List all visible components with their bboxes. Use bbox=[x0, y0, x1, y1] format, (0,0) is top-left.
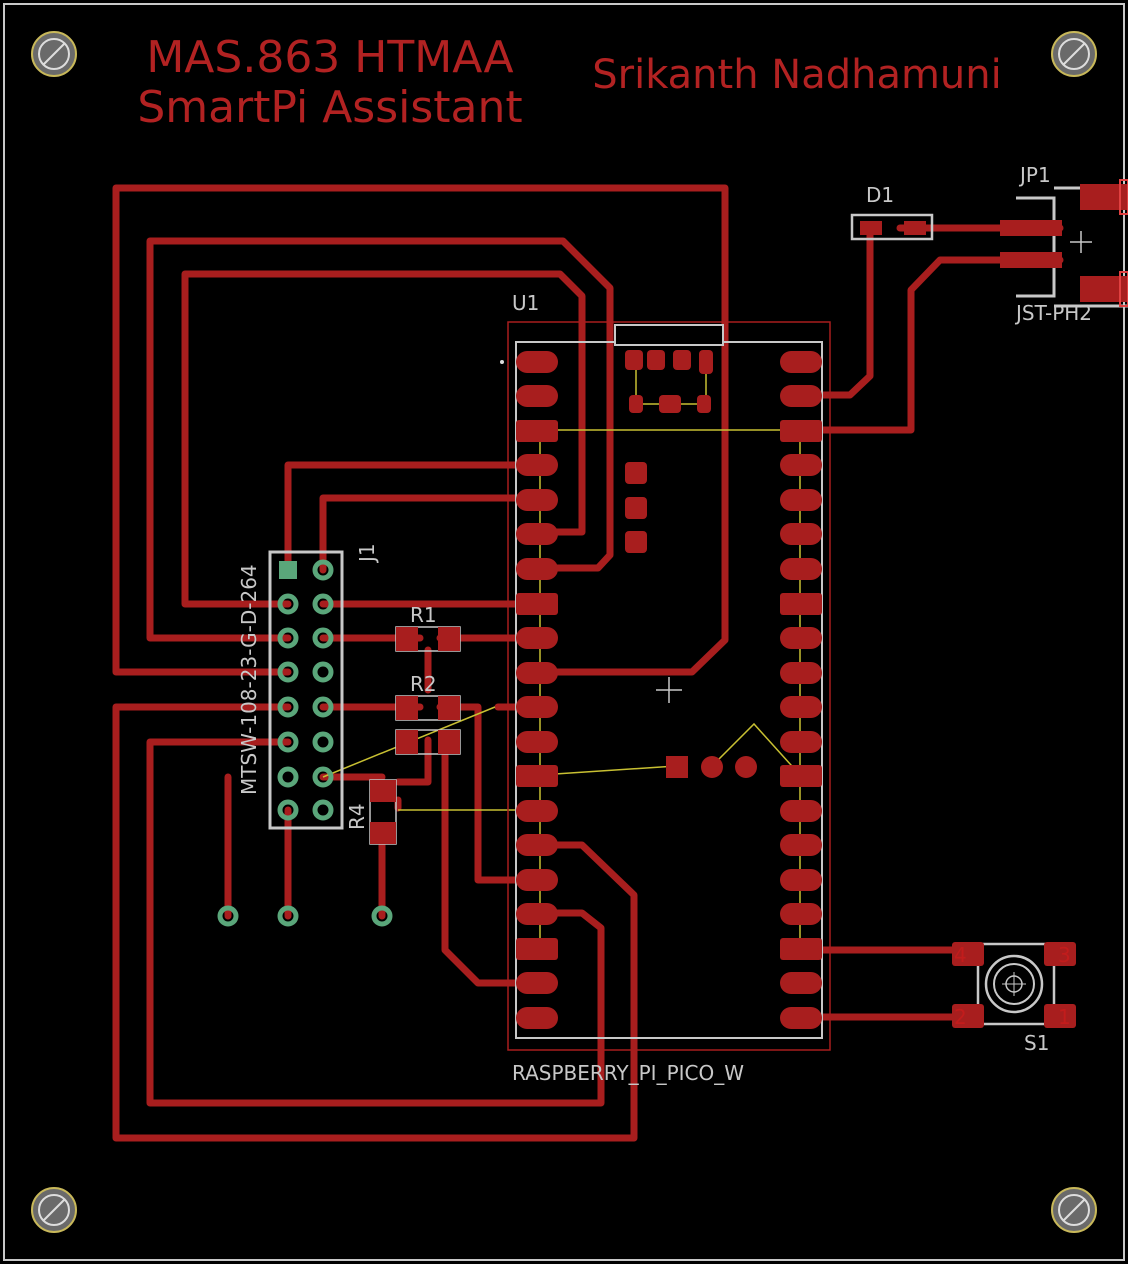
s1-switch bbox=[952, 942, 1076, 1028]
u1-value-label: RASPBERRY_PI_PICO_W bbox=[512, 1061, 744, 1085]
r4-resistor bbox=[369, 779, 397, 845]
s1-pin3-label: 3 bbox=[1058, 943, 1071, 967]
mounting-hole-bottom-right bbox=[1051, 1187, 1097, 1233]
r3-resistor bbox=[395, 729, 461, 755]
origin-crosshair bbox=[656, 677, 682, 703]
jp1-ref-label: JP1 bbox=[1018, 163, 1051, 187]
u1-ref-label: U1 bbox=[512, 291, 539, 315]
r2-resistor bbox=[395, 695, 461, 721]
u1-left-pads bbox=[516, 351, 558, 1029]
s1-pin4-label: 4 bbox=[954, 943, 967, 967]
d1-diode bbox=[850, 213, 934, 241]
jp1-value-label: JST-PH2 bbox=[1014, 301, 1092, 325]
d1-ref-label: D1 bbox=[866, 183, 894, 207]
r2-ref-label: R2 bbox=[410, 672, 437, 696]
mounting-hole-top-left bbox=[31, 31, 77, 77]
board-title-line2: SmartPi Assistant bbox=[137, 82, 522, 133]
mounting-hole-bottom-left bbox=[31, 1187, 77, 1233]
board-author: Srikanth Nadhamuni bbox=[592, 52, 1002, 98]
s1-pin2-label: 2 bbox=[954, 1005, 967, 1029]
r1-ref-label: R1 bbox=[410, 603, 437, 627]
jp1-connector bbox=[1000, 179, 1128, 308]
u1-right-pads bbox=[780, 351, 822, 1029]
u1-pico-w bbox=[500, 321, 831, 1051]
board-outline bbox=[3, 3, 1125, 1261]
s1-pin1-label: 1 bbox=[1058, 1005, 1071, 1029]
j1-ref-label: J1 bbox=[355, 543, 379, 564]
r1-resistor bbox=[395, 626, 461, 652]
mounting-hole-top-right bbox=[1051, 31, 1097, 77]
s1-ref-label: S1 bbox=[1024, 1031, 1049, 1055]
r4-ref-label: R4 bbox=[345, 803, 369, 830]
board-title-line1: MAS.863 HTMAA bbox=[146, 32, 513, 83]
j1-header bbox=[217, 550, 393, 927]
j1-value-label: MTSW-108-23-G-D-264 bbox=[237, 564, 261, 795]
